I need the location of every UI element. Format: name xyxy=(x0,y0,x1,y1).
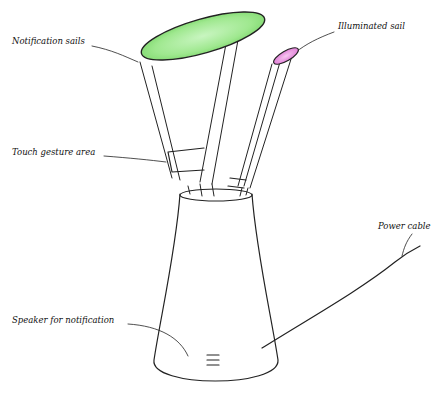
stem-base xyxy=(188,184,248,196)
illuminated-sail xyxy=(271,45,300,68)
speaker-grille xyxy=(207,355,219,365)
part-label: Speaker for notification xyxy=(12,316,114,325)
part-label: Touch gesture area xyxy=(12,148,95,157)
sail-stem xyxy=(152,66,180,180)
notification-sail xyxy=(137,2,269,70)
sail-stem xyxy=(250,56,292,188)
leader-line xyxy=(104,156,166,162)
part-label: Illuminated sail xyxy=(338,22,405,31)
sail-stem xyxy=(244,62,280,186)
touch-sleeve xyxy=(228,178,246,188)
leader-line xyxy=(92,46,138,62)
sail-stem xyxy=(238,64,272,186)
touch-sleeve xyxy=(168,148,204,172)
power-cable xyxy=(262,246,420,348)
leader-line xyxy=(402,234,412,256)
leader-line xyxy=(128,324,188,356)
sail-stem xyxy=(212,40,238,184)
part-label: Notification sails xyxy=(12,37,85,46)
part-label: Power cable xyxy=(378,222,431,231)
vase-body xyxy=(154,194,278,381)
sail-stem xyxy=(200,44,226,182)
leader-line xyxy=(296,32,334,52)
